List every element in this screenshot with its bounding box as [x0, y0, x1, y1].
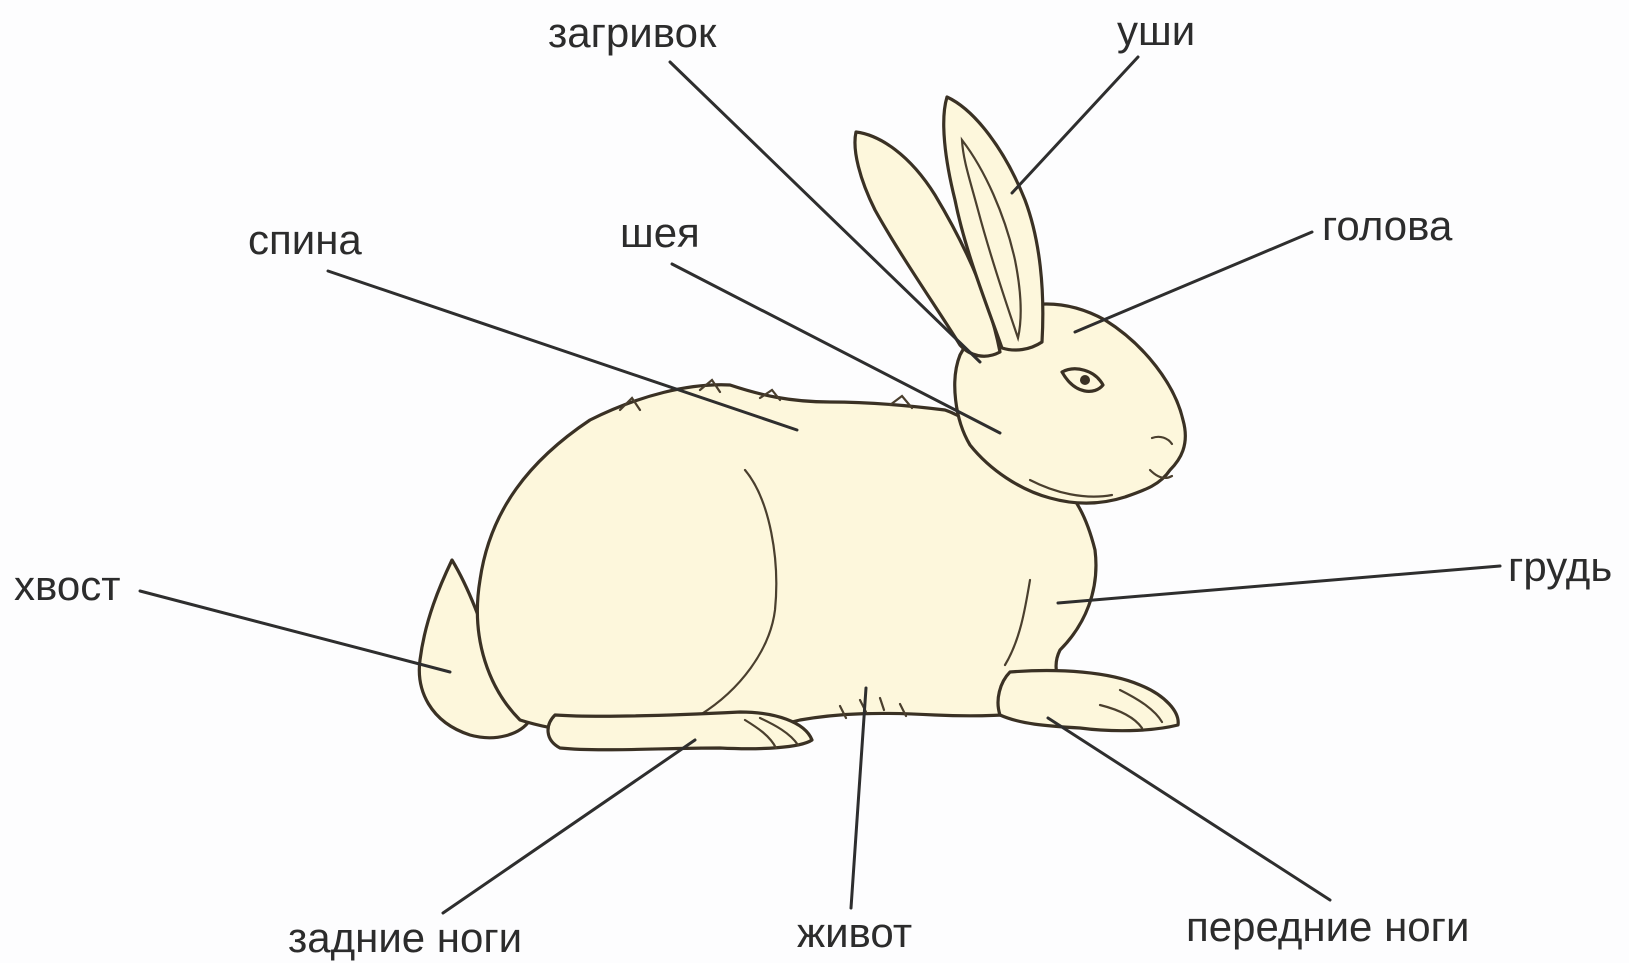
leader-spina [328, 271, 797, 430]
rabbit-hind-foot [548, 712, 812, 750]
label-zadnie-nogi: задние ноги [288, 914, 522, 961]
leader-perednie-nogi [1048, 718, 1330, 900]
leader-grud [1058, 566, 1500, 603]
label-ushi: уши [1117, 7, 1195, 54]
label-zagrivok: загривок [548, 9, 717, 56]
leader-zhivot [851, 688, 866, 908]
rabbit-front-paw [998, 671, 1178, 731]
label-spina: спина [248, 216, 362, 263]
label-sheya: шея [620, 209, 700, 256]
leader-khvost [140, 591, 450, 672]
label-golova: голова [1322, 202, 1453, 249]
label-zhivot: живот [797, 909, 912, 956]
label-grud: грудь [1508, 543, 1612, 590]
rabbit-illustration [419, 97, 1185, 750]
leader-golova [1075, 232, 1312, 332]
leader-zadnie-nogi [443, 740, 695, 913]
leader-ushi [1012, 57, 1138, 193]
rabbit-eye-pupil [1080, 375, 1090, 385]
label-khvost: хвост [14, 562, 120, 609]
label-perednie-nogi: передние ноги [1186, 903, 1469, 950]
